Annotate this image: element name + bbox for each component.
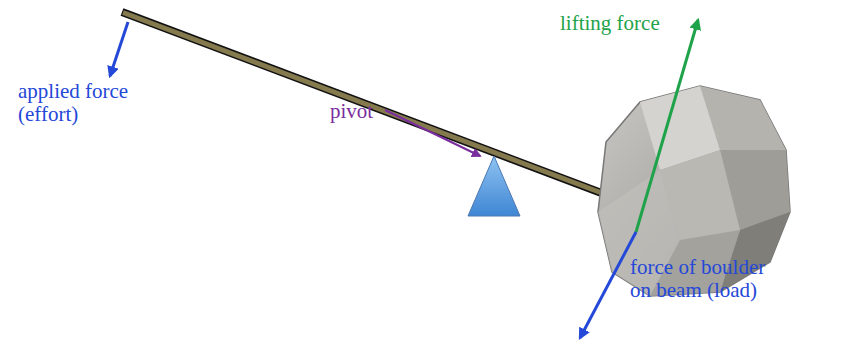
force-label: lifting force: [560, 12, 760, 35]
pivot-triangle: [468, 156, 520, 216]
label-text: applied force (effort): [18, 80, 153, 126]
pivot-pointer: [385, 110, 480, 156]
effort-label: applied force (effort): [18, 80, 153, 126]
load-arrow: [580, 232, 636, 338]
load-label: force of boulder on beam (load): [630, 256, 790, 302]
effort-arrow: [110, 22, 128, 76]
label-text: pivot: [330, 100, 410, 123]
beam: [122, 12, 612, 197]
label-text: force of boulder on beam (load): [630, 256, 790, 302]
label-text: lifting force: [560, 12, 760, 35]
lifting-arrow: [636, 20, 698, 232]
pivot-label: pivot: [330, 100, 410, 123]
